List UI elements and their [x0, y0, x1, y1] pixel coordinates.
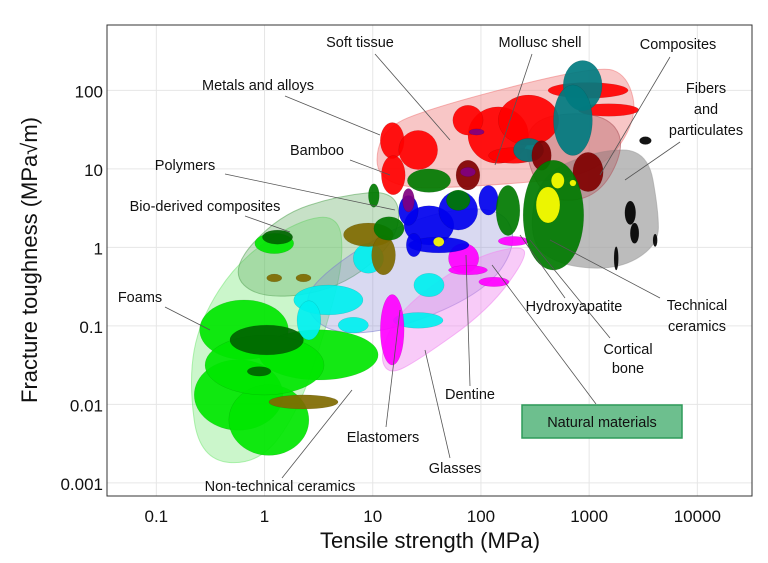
leader-line	[491, 264, 597, 405]
label-polymers: Polymers	[155, 158, 215, 174]
tick-labels: 0.1 1 10 100 1000 10000 0.001 0.01 0.1 1 10 100	[60, 82, 721, 526]
material-bubble-red	[452, 105, 484, 136]
x-tick-label: 10	[363, 507, 382, 526]
label-foams: Foams	[118, 290, 162, 306]
leader-line	[465, 254, 471, 387]
material-bubble-blue	[406, 232, 422, 258]
leader-line	[599, 56, 671, 176]
label-non-technical-ceramics: Non-technical ceramics	[205, 479, 356, 495]
material-bubble-dkgreen	[229, 324, 304, 356]
material-bubbles	[193, 60, 658, 456]
leader-line	[164, 306, 211, 331]
leader-line	[494, 53, 533, 166]
material-bubble-green	[495, 185, 521, 236]
material-bubble-black	[639, 136, 652, 145]
material-bubble-purple	[460, 167, 476, 177]
material-bubble-red	[381, 155, 406, 196]
leader-line	[284, 95, 381, 136]
label-metals-and-alloys: Metals and alloys	[202, 78, 314, 94]
leader-line	[224, 173, 396, 211]
material-bubble-black	[624, 200, 636, 225]
material-bubble-magenta	[448, 265, 488, 276]
material-bubble-cyan	[296, 300, 322, 341]
material-bubble-cyan	[413, 273, 445, 298]
material-bubble-black	[630, 222, 640, 244]
material-bubble-black	[652, 233, 658, 247]
natural-materials-box	[521, 404, 683, 439]
x-axis-title: Tensile strength (MPa)	[320, 528, 540, 553]
leader-line	[349, 159, 391, 176]
material-bubble-olive	[295, 273, 312, 283]
leader-line	[385, 309, 401, 428]
label-bio-derived-composites: Bio-derived composites	[130, 199, 281, 215]
leader-line	[244, 215, 291, 233]
leader-line	[281, 389, 353, 479]
x-tick-label: 1	[260, 507, 269, 526]
y-tick-label: 1	[94, 239, 103, 258]
material-bubble-dkgreen	[262, 229, 293, 245]
material-bubble-yellow	[433, 236, 445, 247]
leader-line	[424, 349, 451, 459]
leader-line	[549, 239, 661, 299]
x-tick-label: 0.1	[145, 507, 169, 526]
material-bubble-dkgreen	[246, 366, 272, 377]
material-bubble-magenta	[478, 276, 510, 287]
material-bubble-yellow	[551, 172, 565, 189]
annotations: Soft tissue Mollusc shell CompositesMetals…	[118, 35, 743, 495]
material-bubble-purple	[468, 128, 485, 136]
leader-line	[624, 141, 681, 181]
material-bubble-green	[373, 216, 405, 241]
leader-line	[519, 234, 566, 299]
material-bubble-olive	[266, 273, 283, 283]
material-bubble-teal	[553, 84, 593, 156]
label-elastomers: Elastomers	[347, 430, 420, 446]
plot-frame	[106, 24, 753, 497]
material-bubble-red	[398, 130, 438, 170]
material-bubble-cyan	[337, 316, 369, 334]
material-bubble-olive	[268, 394, 339, 410]
leader-line	[374, 53, 451, 141]
y-tick-label: 100	[75, 82, 103, 101]
material-bubble-red	[498, 94, 560, 146]
label-soft-tissue: Soft tissue	[326, 35, 394, 51]
y-tick-label: 0.01	[70, 396, 103, 415]
y-tick-label: 10	[84, 161, 103, 180]
label-bamboo: Bamboo	[290, 143, 344, 159]
natural-materials-label: Natural materials	[547, 415, 657, 431]
material-bubble-magenta	[380, 294, 405, 366]
x-tick-label: 10000	[674, 507, 721, 526]
material-bubble-blue	[478, 185, 499, 216]
material-bubble-olive	[371, 235, 396, 276]
label-dentine: Dentine	[445, 387, 495, 403]
material-bubble-yellow	[569, 179, 577, 187]
material-bubble-green	[446, 189, 471, 211]
y-tick-label: 0.001	[60, 475, 103, 494]
x-tick-label: 1000	[570, 507, 608, 526]
material-bubble-yellow	[535, 186, 561, 224]
material-bubble-black	[613, 246, 619, 271]
label-mollusc-shell: Mollusc shell	[499, 35, 582, 51]
material-bubble-darkred	[572, 152, 604, 192]
label-composites: Composites	[640, 37, 717, 53]
y-tick-label: 0.1	[79, 318, 103, 337]
label-hydroxyapatite: Hydroxyapatite	[526, 299, 623, 315]
x-tick-label: 100	[467, 507, 495, 526]
material-bubble-green	[407, 168, 451, 193]
y-axis-title: Fracture toughness (MPa√m)	[17, 117, 42, 403]
label-glasses: Glasses	[429, 461, 481, 477]
material-bubble-green	[368, 183, 380, 208]
material-bubble-purple	[402, 188, 415, 213]
leader-line	[529, 239, 611, 339]
